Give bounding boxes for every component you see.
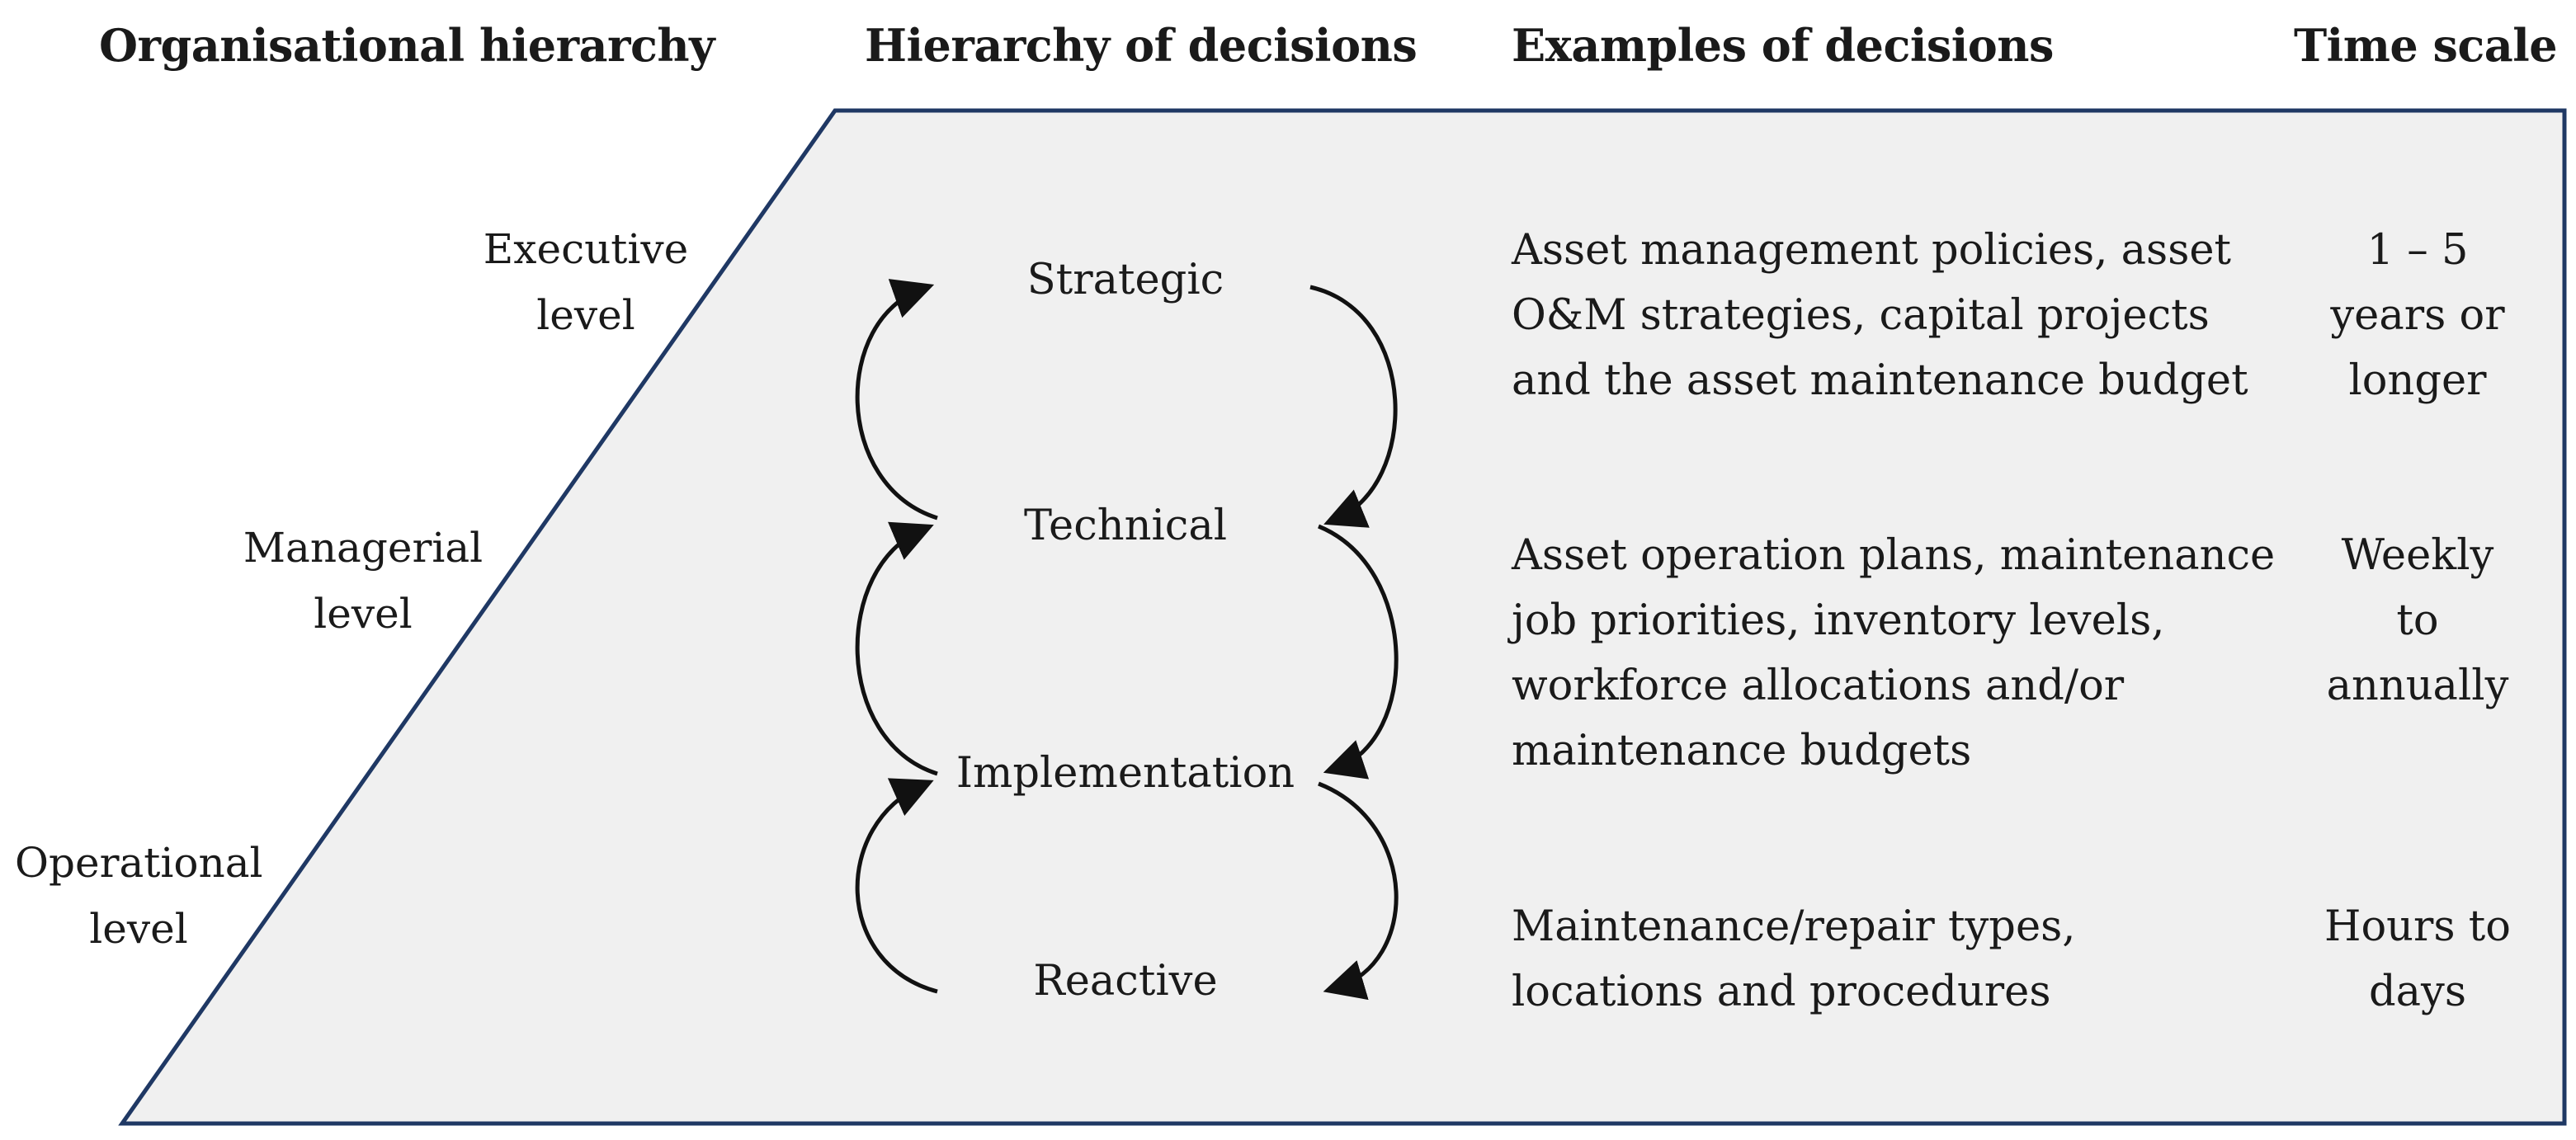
examples-executive-line2: O&M strategies, capital projects bbox=[1512, 291, 2210, 340]
arrow-implementation-to-reactive bbox=[1318, 781, 1399, 1001]
arrow-implementation-to-technical bbox=[855, 521, 938, 776]
examples-operational-line2: locations and procedures bbox=[1512, 968, 2051, 1016]
examples-managerial-line4: maintenance budgets bbox=[1512, 727, 1972, 775]
timescale-operational-line2: days bbox=[2368, 968, 2467, 1016]
header-hierarchy-of-decisions: Hierarchy of decisions bbox=[865, 19, 1418, 72]
decision-reactive: Reactive bbox=[1033, 957, 1218, 1006]
timescale-managerial-line3: annually bbox=[2326, 662, 2509, 710]
org-level-executive-line2: level bbox=[536, 291, 635, 339]
header-time-scale: Time scale bbox=[2294, 19, 2558, 72]
timescale-operational-line1: Hours to bbox=[2324, 902, 2511, 951]
org-level-managerial-line2: level bbox=[314, 590, 413, 638]
examples-managerial-line1: Asset operation plans, maintenance bbox=[1512, 531, 2276, 580]
org-level-operational-line2: level bbox=[89, 905, 188, 953]
org-level-executive: Executive level bbox=[462, 216, 710, 348]
timescale-executive-line2: years or bbox=[2330, 291, 2505, 340]
arrow-technical-to-strategic bbox=[855, 279, 938, 521]
examples-executive: Asset management policies, asset O&M str… bbox=[1512, 218, 2337, 413]
arrow-strategic-to-technical bbox=[1309, 285, 1398, 528]
org-level-executive-line1: Executive bbox=[483, 225, 689, 273]
org-level-managerial-line1: Managerial bbox=[243, 524, 484, 572]
timescale-managerial: Weekly to annually bbox=[2302, 523, 2533, 718]
org-level-managerial: Managerial level bbox=[239, 515, 487, 647]
examples-operational: Maintenance/repair types, locations and … bbox=[1512, 894, 2337, 1025]
examples-managerial-line2: job priorities, inventory levels, bbox=[1512, 596, 2165, 645]
examples-managerial: Asset operation plans, maintenance job p… bbox=[1512, 523, 2337, 784]
decision-technical: Technical bbox=[1023, 502, 1228, 550]
header-examples-of-decisions: Examples of decisions bbox=[1512, 19, 2054, 72]
arrow-technical-to-implementation bbox=[1318, 524, 1399, 780]
org-level-operational-line1: Operational bbox=[15, 839, 263, 887]
trapezoid-panel bbox=[118, 108, 2567, 1126]
decision-strategic: Strategic bbox=[1026, 256, 1224, 304]
timescale-executive-line1: 1 – 5 bbox=[2366, 226, 2469, 275]
examples-executive-line1: Asset management policies, asset bbox=[1512, 226, 2232, 275]
examples-operational-line1: Maintenance/repair types, bbox=[1512, 902, 2076, 951]
header-organisational-hierarchy: Organisational hierarchy bbox=[99, 19, 715, 72]
timescale-operational: Hours to days bbox=[2302, 894, 2533, 1025]
examples-executive-line3: and the asset maintenance budget bbox=[1512, 356, 2248, 405]
arrow-reactive-to-implementation bbox=[855, 778, 938, 994]
org-level-operational: Operational level bbox=[15, 830, 263, 962]
examples-managerial-line3: workforce allocations and/or bbox=[1512, 662, 2125, 710]
timescale-executive: 1 – 5 years or longer bbox=[2302, 218, 2533, 413]
timescale-executive-line3: longer bbox=[2348, 356, 2487, 405]
decision-implementation: Implementation bbox=[955, 749, 1295, 798]
timescale-managerial-line2: to bbox=[2396, 596, 2439, 645]
timescale-managerial-line1: Weekly bbox=[2341, 531, 2494, 580]
